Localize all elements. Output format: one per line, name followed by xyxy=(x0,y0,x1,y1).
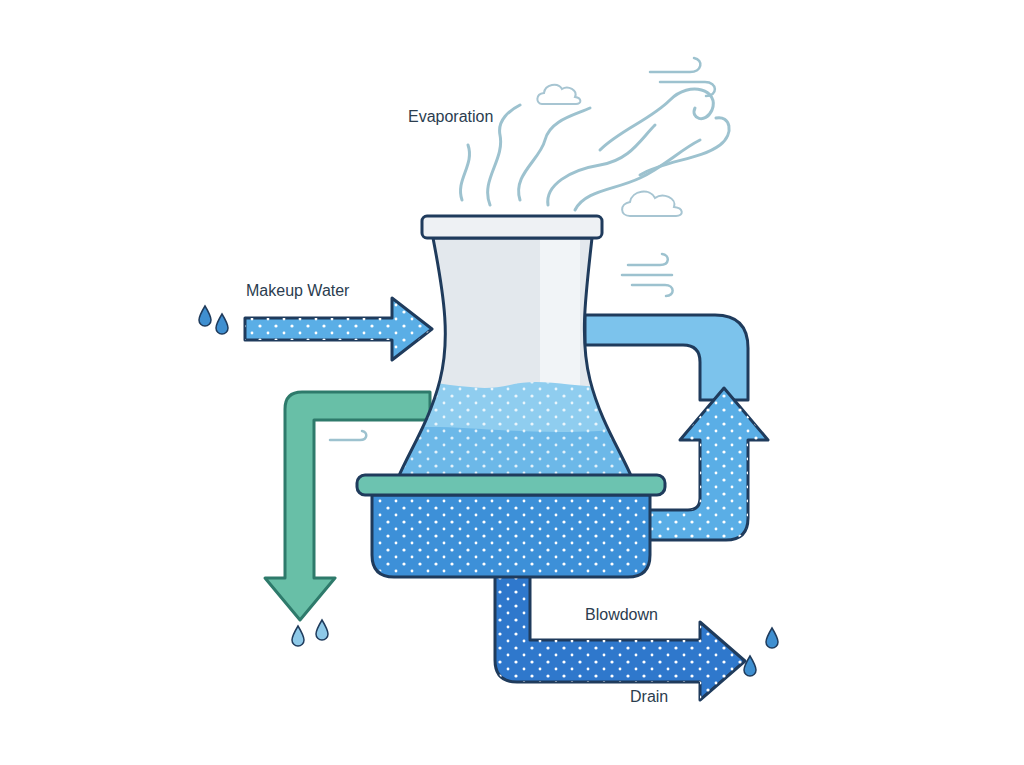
cooling-tower xyxy=(390,216,640,488)
flow-label: Evaporation xyxy=(408,108,493,126)
flow-label: Drain xyxy=(630,688,668,706)
clouds xyxy=(537,85,681,216)
makeup-water-arrow xyxy=(245,298,432,360)
evaporation-wisps xyxy=(460,89,729,210)
flow-label: Blowdown xyxy=(585,606,658,624)
cold-water-basin xyxy=(357,475,665,577)
water-dots xyxy=(495,560,745,700)
water-dots xyxy=(245,298,432,360)
water-droplets xyxy=(199,306,778,676)
blowdown-arrow xyxy=(495,560,745,700)
recirculation-arrow xyxy=(640,388,768,540)
water-dots xyxy=(640,388,768,540)
flow-label: Makeup Water xyxy=(246,282,349,300)
